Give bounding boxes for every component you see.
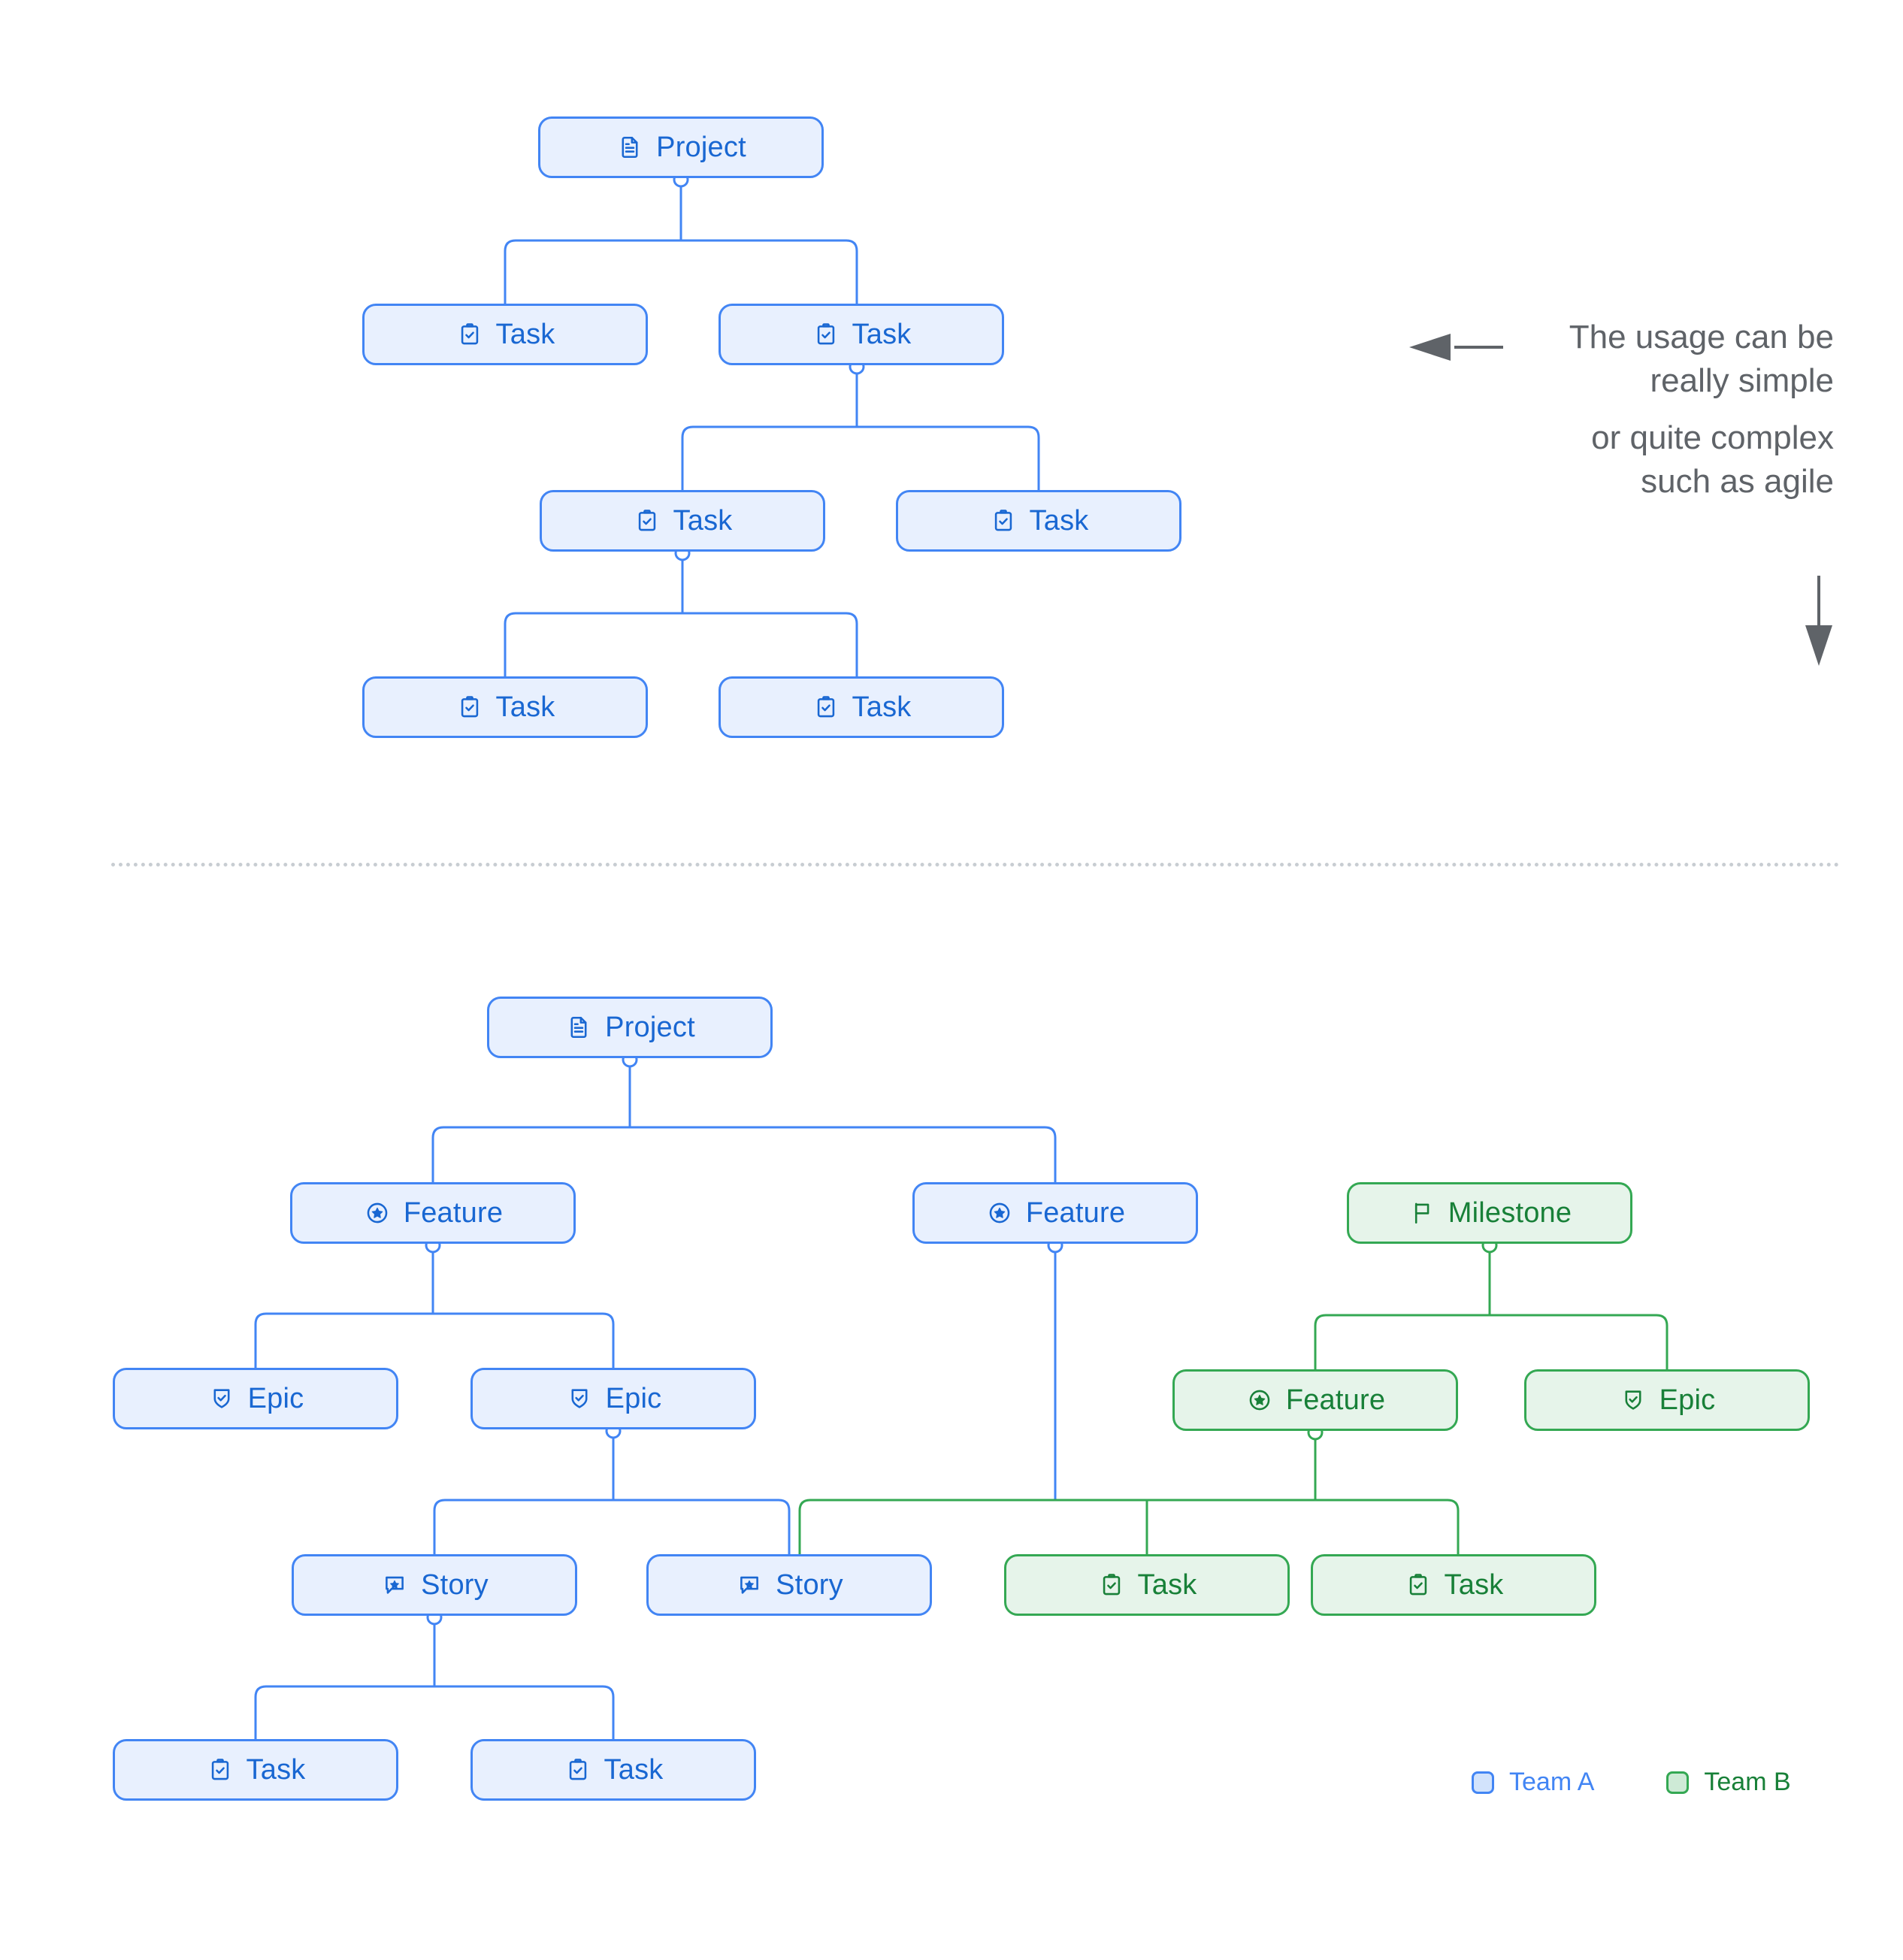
annotation-line-3: or quite complex <box>1591 419 1834 457</box>
node-label: Feature <box>1285 1384 1386 1416</box>
left-arrow-head <box>1409 334 1451 361</box>
node-task[interactable]: Task <box>719 676 1004 738</box>
node-label: Task <box>852 691 912 723</box>
edge-green-bus <box>798 1499 1460 1554</box>
node-label: Epic <box>605 1383 662 1414</box>
node-label: Epic <box>1659 1384 1716 1416</box>
task-icon <box>989 507 1018 535</box>
legend: Team A Team B <box>1472 1768 1791 1797</box>
story-icon <box>735 1571 764 1599</box>
legend-item-team-a: Team A <box>1472 1768 1594 1797</box>
node-label: Feature <box>403 1197 504 1229</box>
annotation-line-1: The usage can be <box>1569 319 1834 355</box>
feature-icon <box>363 1199 392 1227</box>
edge-feature1-children <box>254 1312 615 1368</box>
node-label: Feature <box>1025 1197 1126 1229</box>
node-label: Task <box>495 319 555 350</box>
node-label: Task <box>604 1754 664 1786</box>
document-icon <box>616 133 644 162</box>
node-task[interactable]: Task <box>896 490 1181 552</box>
node-label: Project <box>605 1012 695 1043</box>
node-label: Story <box>776 1569 843 1601</box>
node-story[interactable]: Story <box>292 1554 577 1616</box>
task-icon <box>812 320 840 349</box>
node-story[interactable]: Story <box>646 1554 932 1616</box>
node-label: Task <box>852 319 912 350</box>
down-arrow-head <box>1805 625 1832 666</box>
node-epic[interactable]: Epic <box>113 1368 398 1429</box>
milestone-icon <box>1408 1199 1436 1227</box>
node-task[interactable]: Task <box>470 1739 756 1801</box>
node-label: Task <box>246 1754 306 1786</box>
task-icon <box>455 320 484 349</box>
epic-icon <box>1619 1386 1647 1414</box>
node-task[interactable]: Task <box>540 490 825 552</box>
node-task[interactable]: Task <box>113 1739 398 1801</box>
node-epic[interactable]: Epic <box>470 1368 756 1429</box>
node-project[interactable]: Project <box>538 116 824 178</box>
task-icon <box>206 1756 234 1784</box>
node-label: Task <box>1137 1569 1197 1601</box>
node-task[interactable]: Task <box>362 304 648 365</box>
node-label: Milestone <box>1448 1197 1572 1229</box>
node-task[interactable]: Task <box>1311 1554 1596 1616</box>
node-epic[interactable]: Epic <box>1524 1369 1810 1431</box>
feature-icon <box>985 1199 1014 1227</box>
edge-project-children <box>504 239 858 304</box>
annotation-line-2: really simple <box>1650 362 1834 400</box>
section-divider <box>111 863 1840 867</box>
node-feature[interactable]: Feature <box>912 1182 1198 1244</box>
legend-swatch-blue <box>1472 1771 1494 1794</box>
annotation-line-4: such as agile <box>1641 463 1834 501</box>
feature-icon <box>1245 1386 1274 1414</box>
epic-icon <box>207 1384 236 1413</box>
annotation-gap <box>1473 403 1834 416</box>
node-label: Task <box>673 505 733 537</box>
node-label: Epic <box>247 1383 304 1414</box>
story-icon <box>380 1571 409 1599</box>
node-milestone[interactable]: Milestone <box>1347 1182 1632 1244</box>
edge-task2-children <box>681 425 1040 490</box>
node-task[interactable]: Task <box>362 676 648 738</box>
node-label: Task <box>1029 505 1089 537</box>
task-icon <box>1404 1571 1433 1599</box>
epic-icon <box>565 1384 594 1413</box>
node-label: Project <box>656 132 746 163</box>
task-icon <box>633 507 661 535</box>
task-icon <box>564 1756 592 1784</box>
node-feature[interactable]: Feature <box>290 1182 576 1244</box>
node-label: Story <box>421 1569 489 1601</box>
edge-story1-children <box>254 1685 615 1739</box>
node-feature[interactable]: Feature <box>1172 1369 1458 1431</box>
task-icon <box>812 693 840 721</box>
edge-epic2-children <box>433 1499 791 1554</box>
node-task[interactable]: Task <box>719 304 1004 365</box>
document-icon <box>564 1013 593 1042</box>
edge-task3-children <box>504 612 858 676</box>
legend-swatch-green <box>1666 1771 1690 1794</box>
node-project[interactable]: Project <box>487 997 773 1058</box>
node-label: Task <box>495 691 555 723</box>
legend-item-team-b: Team B <box>1666 1768 1791 1797</box>
task-icon <box>1097 1571 1126 1599</box>
annotation-text: The usage can be really simple or quite … <box>1473 316 1834 504</box>
task-icon <box>455 693 484 721</box>
node-label: Task <box>1444 1569 1504 1601</box>
legend-label: Team A <box>1509 1768 1595 1796</box>
edge-cproject-children <box>431 1126 1057 1182</box>
edge-milestone-children <box>1314 1314 1669 1369</box>
node-task[interactable]: Task <box>1004 1554 1290 1616</box>
legend-label: Team B <box>1704 1768 1791 1796</box>
